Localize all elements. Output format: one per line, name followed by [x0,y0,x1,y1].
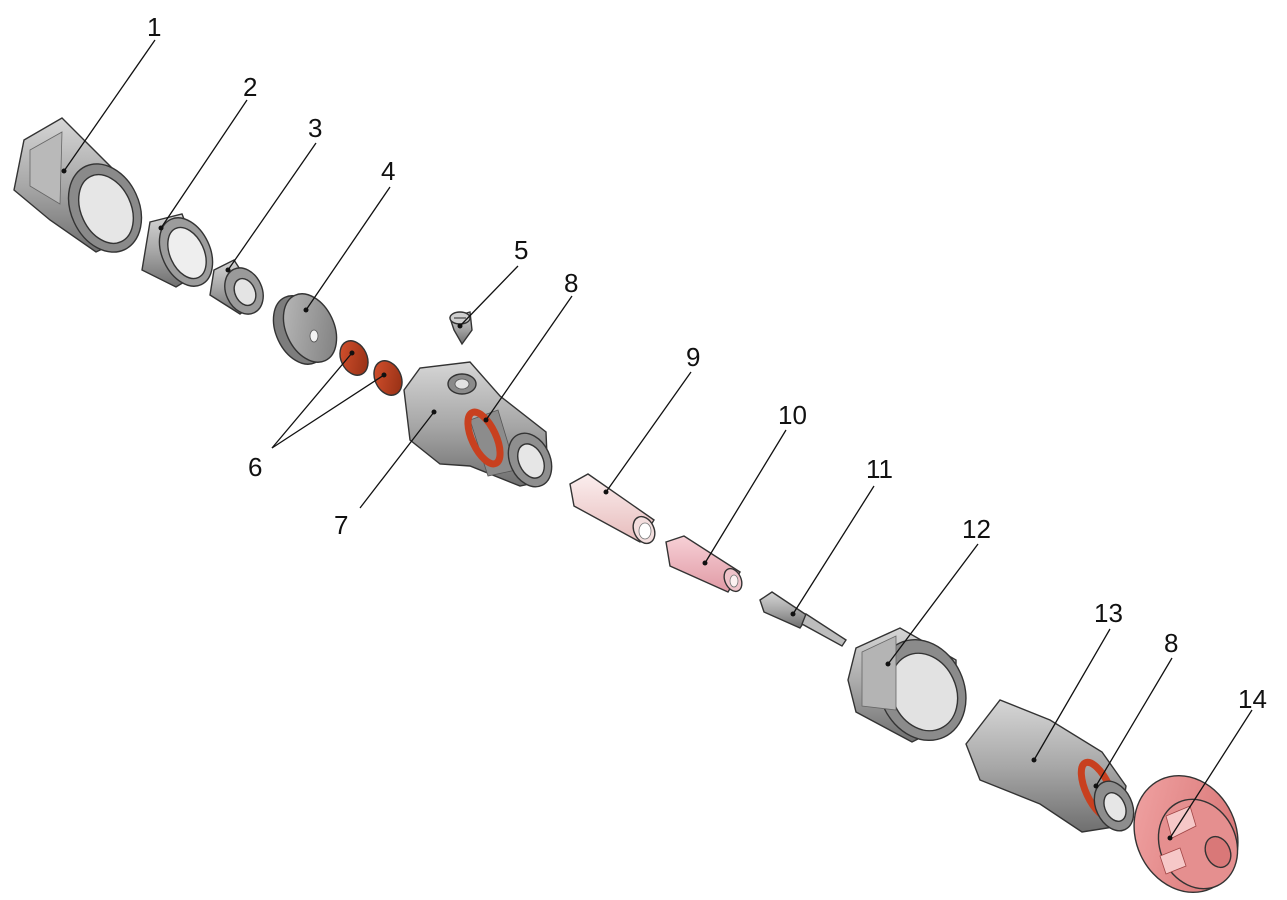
callout-8-bottom: 8 [1093,628,1178,789]
part-7-main-body [403,361,553,488]
part-3-cone-ferrule [209,259,264,315]
part-9-sleeve [569,473,656,545]
callout-2: 2 [158,72,257,231]
callout-8-top: 8 [483,268,578,423]
callout-12: 12 [885,514,991,667]
callout-4: 4 [303,156,395,313]
callout-1: 1 [61,12,161,174]
part-1-hex-nut [13,117,143,253]
callout-label-3: 3 [308,113,322,143]
callout-label-8-bottom: 8 [1164,628,1178,658]
callout-7: 7 [334,409,437,540]
callout-5: 5 [457,235,528,329]
callout-11: 11 [790,454,893,617]
callout-label-14: 14 [1238,684,1267,714]
callout-14: 14 [1167,684,1267,841]
part-4-disc [272,293,338,365]
callout-layer: 1 2 3 4 5 8 [61,12,1267,841]
callout-3: 3 [225,113,322,273]
callout-label-8-top: 8 [564,268,578,298]
callout-label-5: 5 [514,235,528,265]
callout-13: 13 [1031,598,1123,763]
part-14-end-cap [1133,774,1239,894]
callout-label-1: 1 [147,12,161,42]
callout-9: 9 [603,342,700,495]
callout-label-12: 12 [962,514,991,544]
callout-label-10: 10 [778,400,807,430]
part-12-coupling-nut [847,627,967,743]
callout-label-2: 2 [243,72,257,102]
part-6-seal-washers [339,340,403,396]
part-13-rear-body [965,699,1135,833]
callout-label-7: 7 [334,510,348,540]
callout-10: 10 [702,400,807,566]
callout-label-9: 9 [686,342,700,372]
callout-label-6: 6 [248,452,262,482]
callout-6: 6 [248,350,387,482]
part-11-pin [759,591,847,647]
callout-label-11: 11 [866,454,893,484]
part-2-ring [141,213,214,288]
callout-label-4: 4 [381,156,395,186]
callout-label-13: 13 [1094,598,1123,628]
